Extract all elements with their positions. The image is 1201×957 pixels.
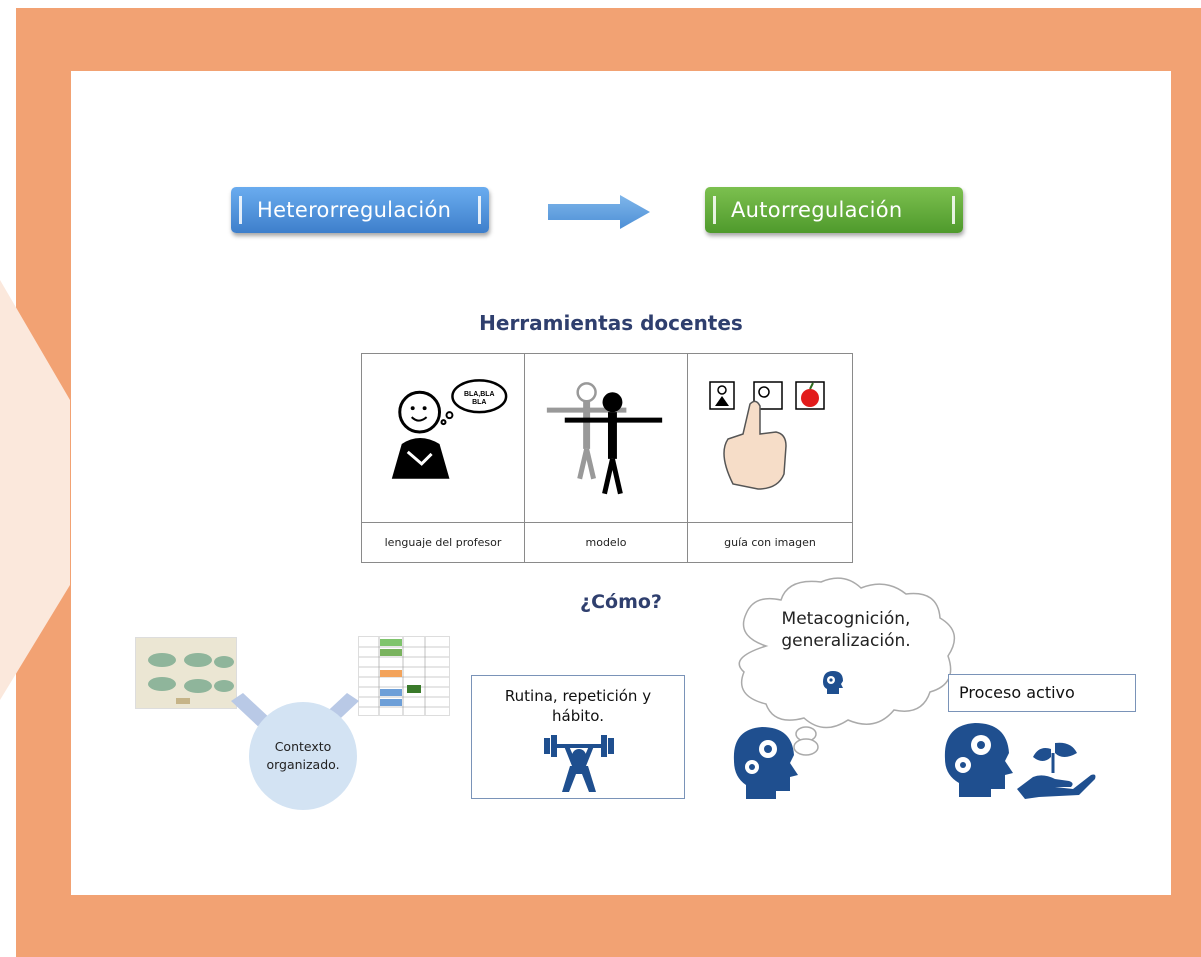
tools-title: Herramientas docentes [479, 311, 743, 335]
speaking-person-icon: BLA,BLA BLA [391, 379, 508, 479]
small-head-gears-icon [823, 671, 843, 694]
organized-context-circle: Contexto organizado. [249, 702, 357, 810]
autorregulacion-label: Autorregulación [731, 198, 903, 222]
tools-table: BLA,BLA BLA lenguaje del profesor [361, 353, 853, 563]
autorregulacion-box: Autorregulación [705, 187, 963, 233]
thought-cloud-small-bubble [793, 738, 819, 756]
heterorregulacion-label: Heterorregulación [257, 198, 452, 222]
heterorregulacion-box: Heterorregulación [231, 187, 489, 233]
classroom-map-thumbnail [135, 637, 237, 709]
weightlifter-icon [544, 735, 614, 792]
tool-cell-model: modelo [525, 354, 688, 562]
tool-caption-language: lenguaje del profesor [362, 522, 524, 563]
slide: Heterorregulación Autorregulación Herram… [71, 71, 1171, 895]
schedule-thumbnail [358, 636, 450, 716]
svg-text:BLA: BLA [472, 399, 486, 406]
metacognition-label: Metacognición, generalización. [781, 609, 911, 651]
modeling-figures-icon [546, 382, 663, 495]
tool-cell-picture-guide: guía con imagen [688, 354, 852, 562]
decorative-hexagon [0, 280, 70, 700]
active-process-label: Proceso activo [959, 683, 1075, 702]
routine-box: Rutina, repetición y hábito. [471, 675, 685, 799]
right-arrow-icon [548, 195, 650, 229]
head-gears-icon-2 [944, 723, 1013, 797]
tool-caption-model: modelo [525, 522, 687, 563]
how-title: ¿Cómo? [580, 591, 662, 613]
hand-plant-icon [1017, 742, 1096, 799]
thought-cloud [738, 577, 956, 742]
routine-label: Rutina, repetición y hábito. [504, 687, 652, 725]
svg-text:BLA,BLA: BLA,BLA [464, 391, 494, 398]
tool-cell-language: BLA,BLA BLA lenguaje del profesor [362, 354, 525, 562]
organized-context-label: Contexto organizado. [266, 739, 340, 772]
head-gears-icon [733, 727, 798, 799]
pointing-hand-pictograms-icon [709, 381, 825, 490]
tool-caption-picture-guide: guía con imagen [688, 522, 852, 563]
active-process-box: Proceso activo [948, 674, 1136, 712]
